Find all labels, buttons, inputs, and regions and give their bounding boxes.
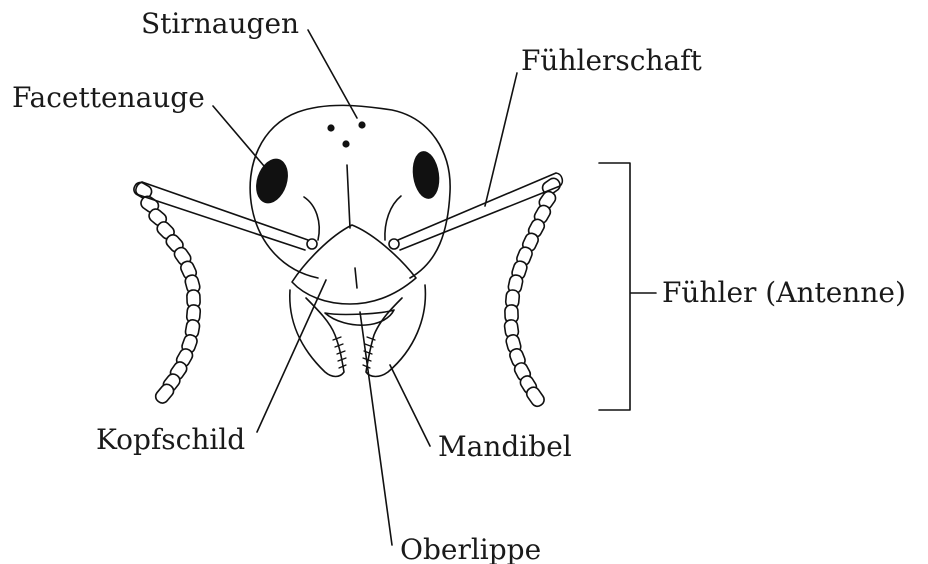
label-fuehlerschaft: Fühlerschaft: [521, 44, 703, 77]
leader-mandibel: [390, 365, 430, 446]
leader-stirnaugen: [308, 30, 357, 118]
label-mandibel: Mandibel: [438, 430, 572, 463]
left-antenna-segments: [132, 180, 201, 405]
leader-kopfschild: [257, 280, 326, 432]
clypeus-midline: [355, 268, 357, 288]
right-antenna-segments: [504, 176, 563, 409]
mandible-teeth: [333, 337, 375, 368]
label-kopfschild: Kopfschild: [96, 423, 245, 456]
left-facet-eye: [251, 154, 294, 207]
leader-facettenauge: [213, 106, 264, 166]
clypeus: [292, 225, 416, 304]
label-stirnaugen: Stirnaugen: [141, 7, 299, 40]
label-oberlippe: Oberlippe: [400, 533, 541, 564]
right-facet-eye: [410, 149, 442, 200]
left-frontal-ridge: [304, 197, 319, 240]
ocelli: [327, 121, 365, 147]
antenna-bracket: [599, 163, 656, 410]
right-frontal-ridge: [385, 196, 401, 240]
right-mandible: [366, 285, 425, 377]
leader-fuehlerschaft: [485, 73, 517, 206]
label-facettenauge: Facettenauge: [12, 81, 205, 114]
frontal-groove: [347, 165, 350, 228]
leader-oberlippe: [360, 312, 392, 545]
label-fuehler: Fühler (Antenne): [662, 276, 906, 309]
